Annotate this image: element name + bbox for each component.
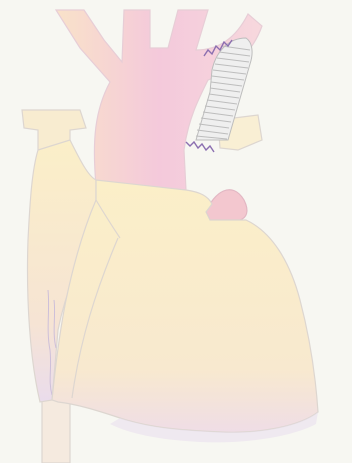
graft-suture-bottom — [186, 142, 214, 152]
left-atrial-appendage — [206, 190, 247, 220]
inferior-vena-cava — [42, 395, 70, 463]
ventricles — [52, 180, 318, 432]
